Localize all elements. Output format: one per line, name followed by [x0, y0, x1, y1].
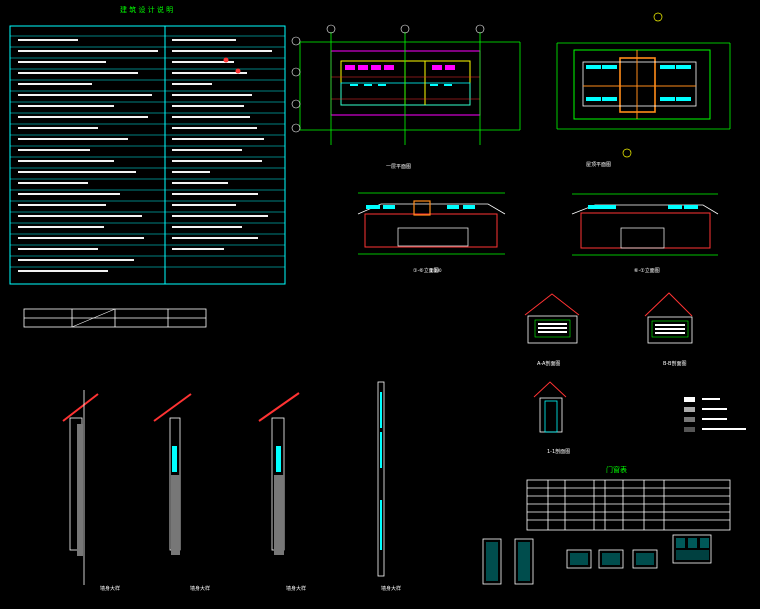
- roof-plan: 屋顶平面图: [556, 12, 731, 168]
- view-label-plan: 一层平面图: [386, 164, 411, 170]
- small-table: [23, 308, 207, 328]
- door-window-title: 门窗表: [606, 465, 627, 474]
- wall-section-label-4: 墙身大样: [381, 585, 401, 592]
- section-b-b: B-B剖面图: [644, 292, 693, 367]
- wall-section-label-3: 墙身大样: [286, 585, 306, 592]
- section-a-a: A-A剖面图: [524, 293, 580, 367]
- floor-plan: 一层平面图: [291, 24, 521, 170]
- elevation-right: ⑥-①立面图: [571, 193, 719, 274]
- scale-text-elev1: 1:100: [430, 268, 442, 273]
- view-label-roof: 屋顶平面图: [586, 162, 611, 168]
- view-label-elev2: ⑥-①立面图: [634, 267, 660, 274]
- view-label-section-aa: A-A剖面图: [537, 360, 560, 367]
- door-window-table: 门窗表: [526, 465, 731, 531]
- view-label-elev1: ①-⑥立面图: [413, 267, 439, 274]
- view-label-section-bb: B-B剖面图: [663, 360, 687, 367]
- wall-sections: 墙身大样 墙身大样 墙身大样 墙身: [62, 381, 401, 592]
- section-1-1: 1-1剖面图: [533, 381, 570, 455]
- door-window-elevations: [482, 534, 712, 585]
- elevation-left: ①-⑥立面图: [357, 192, 506, 274]
- design-notes-table: 建 筑 设 计 说 明: [9, 5, 286, 285]
- legend: [684, 397, 746, 432]
- wall-section-label-2: 墙身大样: [190, 585, 210, 592]
- notes-title: 建 筑 设 计 说 明: [120, 5, 173, 14]
- view-label-section-11: 1-1剖面图: [547, 448, 570, 455]
- wall-section-label-1: 墙身大样: [100, 585, 120, 592]
